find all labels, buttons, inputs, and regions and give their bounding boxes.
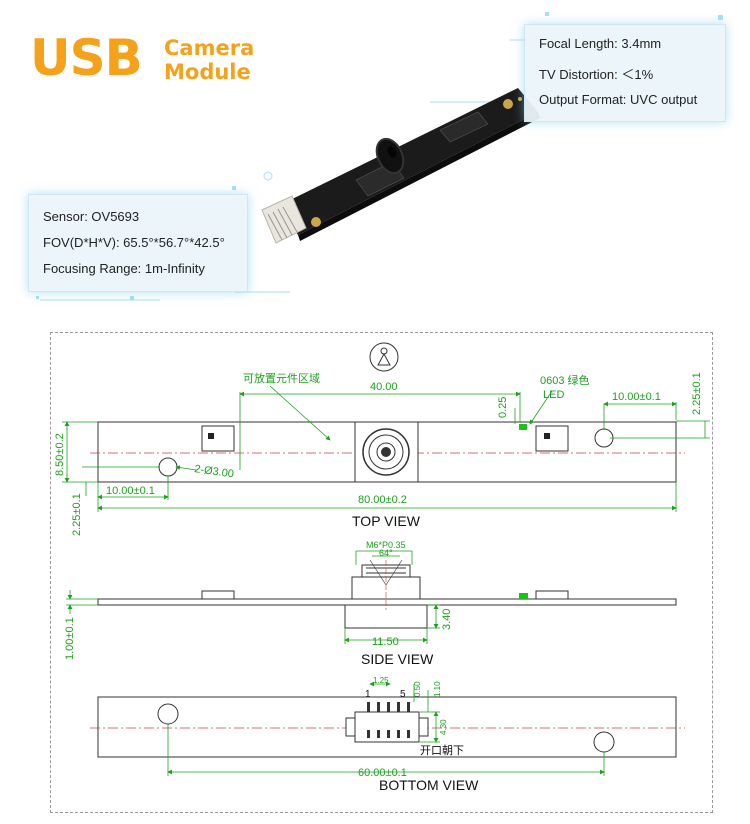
dim-10-left: 10.00±0.1 [106,485,155,497]
dim-050: 0.50 [413,681,422,697]
dim-10-right: 10.00±0.1 [612,391,661,403]
dim-225-left: 2.25±0.1 [71,493,83,536]
pin-5-label: 5 [400,689,406,700]
spec-box-optics: Focal Length: 3.4mm TV Distortion: ＜1% O… [524,24,726,122]
label-led: LED [543,389,564,401]
title-usb: USB [30,29,143,87]
title-camera-module: Camera Module [164,36,254,84]
top-view-label: TOP VIEW [352,513,420,529]
label-opening-down: 开口朝下 [420,744,464,757]
label-component-area: 可放置元件区域 [243,371,320,385]
spec-fov: FOV(D*H*V): 65.5°*56.7°*42.5° [43,235,225,250]
bottom-hole-left [157,703,179,725]
bottom-view-label: BOTTOM VIEW [379,777,479,793]
led-indicator [519,424,527,430]
dim-225-right: 2.25±0.1 [691,372,703,415]
title-module: Module [164,60,251,84]
dim-025: 0.25 [497,397,509,418]
bottom-connector [345,702,429,743]
drawing-person-icon [369,342,399,372]
bottom-hole-right [593,731,615,753]
spec-focusing-range: Focusing Range: 1m-Infinity [43,261,205,276]
spec-box-sensor: Sensor: OV5693 FOV(D*H*V): 65.5°*56.7°*4… [28,194,248,292]
dim-60: 60.00±0.1 [358,767,407,779]
dim-40: 40.00 [370,381,398,393]
dim-80: 80.00±0.2 [358,494,407,506]
dim-110: 1.10 [433,681,442,697]
mount-hole-left [158,457,178,477]
dim-340: 3.40 [441,609,453,630]
technical-drawing-frame [50,332,713,813]
spec-output-format: Output Format: UVC output [539,92,698,107]
dim-850: 8.50±0.2 [54,433,66,476]
side-view-label: SIDE VIEW [361,651,434,667]
dim-thread: M6*P0.35 [366,540,406,550]
dim-125: 1.25 [373,676,389,685]
spec-tv-distortion: TV Distortion: ＜1% [539,67,654,82]
label-led-color: 0603 绿色 [540,373,590,387]
side-view-board [97,598,677,606]
title-camera: Camera [164,36,255,60]
dim-430: 4.30 [439,719,448,735]
pin-1-label: 1 [365,689,371,700]
dim-angle: 64° [379,548,393,558]
spec-focal-length: Focal Length: 3.4mm [539,36,662,51]
dim-1150: 11.50 [372,636,399,648]
dim-100: 1.00±0.1 [64,617,76,660]
dim-hole-dia: 2-Ø3.00 [194,463,235,480]
spec-sensor: Sensor: OV5693 [43,209,140,224]
camera-module-photo [36,12,723,301]
